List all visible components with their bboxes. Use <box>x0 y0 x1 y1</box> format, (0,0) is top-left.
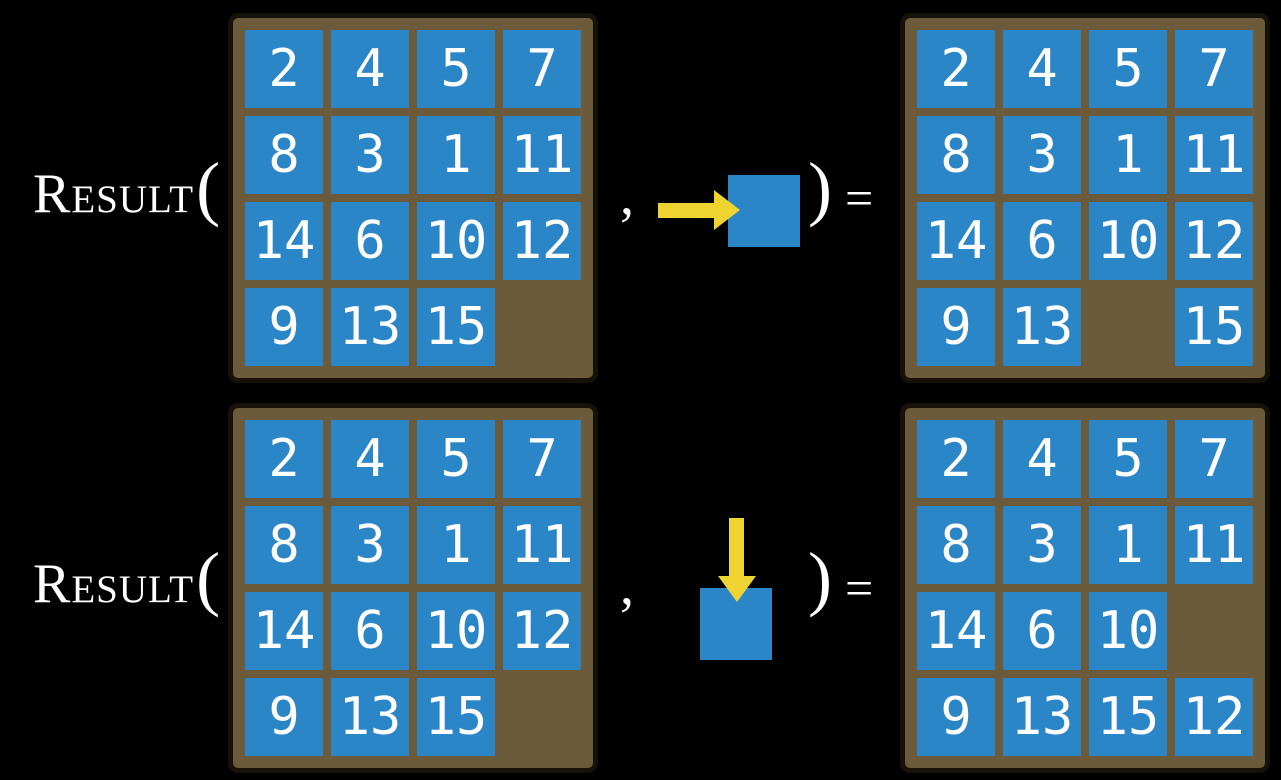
tile-15: 15 <box>1175 288 1253 366</box>
tile-7: 7 <box>503 420 581 498</box>
tile-13: 13 <box>1003 288 1081 366</box>
close-paren: ) <box>808 148 832 228</box>
tile-1: 1 <box>417 116 495 194</box>
tile-14: 14 <box>917 202 995 280</box>
tile-5: 5 <box>1089 30 1167 108</box>
tile-8: 8 <box>917 506 995 584</box>
tile-10: 10 <box>1089 202 1167 280</box>
tile-5: 5 <box>1089 420 1167 498</box>
function-name: Result <box>33 553 195 615</box>
tile-6: 6 <box>1003 592 1081 670</box>
tile-9: 9 <box>917 288 995 366</box>
tile-3: 3 <box>1003 116 1081 194</box>
tile-3: 3 <box>331 116 409 194</box>
tile-2: 2 <box>245 30 323 108</box>
tile-10: 10 <box>1089 592 1167 670</box>
tile-1: 1 <box>1089 116 1167 194</box>
arrow-head <box>718 576 756 602</box>
tile-14: 14 <box>917 592 995 670</box>
tile-10: 10 <box>417 202 495 280</box>
tile-4: 4 <box>1003 30 1081 108</box>
tile-3: 3 <box>331 506 409 584</box>
tile-9: 9 <box>917 678 995 756</box>
tile-11: 11 <box>503 116 581 194</box>
comma: , <box>620 555 634 617</box>
tile-15: 15 <box>417 678 495 756</box>
tile-7: 7 <box>1175 420 1253 498</box>
tile-10: 10 <box>417 592 495 670</box>
down-arrow-icon <box>718 518 756 602</box>
empty-cell <box>1175 592 1253 670</box>
tile-12: 12 <box>503 202 581 280</box>
function-label: Result( <box>33 148 221 228</box>
tile-6: 6 <box>331 592 409 670</box>
tile-14: 14 <box>245 202 323 280</box>
close-paren: ) <box>808 538 832 618</box>
tile-15: 15 <box>1089 678 1167 756</box>
tile-5: 5 <box>417 30 495 108</box>
tile-12: 12 <box>503 592 581 670</box>
function-label: Result( <box>33 538 221 618</box>
right-arrow-icon <box>658 190 740 230</box>
empty-cell <box>503 288 581 366</box>
tile-1: 1 <box>1089 506 1167 584</box>
comma: , <box>620 165 634 227</box>
empty-cell <box>1089 288 1167 366</box>
tile-8: 8 <box>245 506 323 584</box>
tile-7: 7 <box>1175 30 1253 108</box>
tile-11: 11 <box>503 506 581 584</box>
tile-11: 11 <box>1175 116 1253 194</box>
arrow-shaft <box>658 203 716 218</box>
tile-5: 5 <box>417 420 495 498</box>
tile-4: 4 <box>331 30 409 108</box>
open-paren: ( <box>196 538 221 618</box>
tile-9: 9 <box>245 678 323 756</box>
open-paren: ( <box>196 148 221 228</box>
tile-3: 3 <box>1003 506 1081 584</box>
tile-13: 13 <box>331 678 409 756</box>
tile-11: 11 <box>1175 506 1253 584</box>
function-name: Result <box>33 163 195 225</box>
tile-4: 4 <box>1003 420 1081 498</box>
tile-6: 6 <box>1003 202 1081 280</box>
tile-15: 15 <box>417 288 495 366</box>
arrow-shaft <box>729 518 744 578</box>
tile-4: 4 <box>331 420 409 498</box>
tile-2: 2 <box>245 420 323 498</box>
tile-13: 13 <box>331 288 409 366</box>
tile-1: 1 <box>417 506 495 584</box>
tile-2: 2 <box>917 420 995 498</box>
arrow-head <box>714 190 740 230</box>
action-tile <box>728 175 800 247</box>
equals-sign: = <box>845 170 874 226</box>
tile-6: 6 <box>331 202 409 280</box>
tile-14: 14 <box>245 592 323 670</box>
tile-8: 8 <box>917 116 995 194</box>
tile-13: 13 <box>1003 678 1081 756</box>
tile-12: 12 <box>1175 202 1253 280</box>
tile-8: 8 <box>245 116 323 194</box>
tile-7: 7 <box>503 30 581 108</box>
tile-2: 2 <box>917 30 995 108</box>
tile-12: 12 <box>1175 678 1253 756</box>
equals-sign: = <box>845 560 874 616</box>
empty-cell <box>503 678 581 756</box>
tile-9: 9 <box>245 288 323 366</box>
